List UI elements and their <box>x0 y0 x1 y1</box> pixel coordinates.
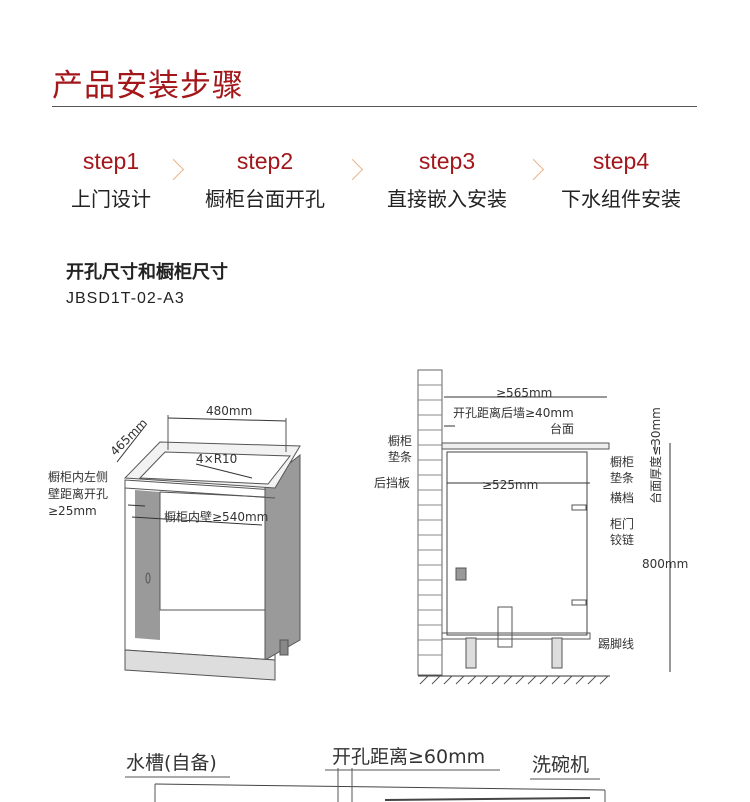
back-panel-label: 后挡板 <box>374 476 411 490</box>
inner-wall-label: 橱柜内壁≥540mm <box>164 510 269 524</box>
step-3: step3 直接嵌入安装 <box>362 148 532 212</box>
sink-label: 水槽(自备) <box>126 752 217 774</box>
countertop-label: 台面 <box>550 422 575 436</box>
step-label: 下水组件安装 <box>561 187 681 211</box>
model-number: JBSD1T-02-A3 <box>66 290 185 307</box>
title-divider <box>52 106 697 107</box>
height-label: 800mm <box>642 557 689 571</box>
side-distance-label-1: 橱柜内左侧 <box>48 470 109 484</box>
step-2: step2 橱柜台面开孔 <box>180 148 350 212</box>
step-number: step2 <box>236 148 294 174</box>
step-4: step4 下水组件安装 <box>536 148 706 212</box>
step-label: 直接嵌入安装 <box>387 187 507 211</box>
cabinet-strip-left-2: 垫条 <box>388 450 413 464</box>
hole-to-wall-label: 开孔距离后墙≥40mm <box>453 406 574 420</box>
hinge-label-2: 铰链 <box>610 533 635 547</box>
hole-distance-label: 开孔距离≥60mm <box>332 746 486 768</box>
cabinet-section-drawing <box>417 369 671 685</box>
step-label: 上门设计 <box>71 187 151 211</box>
cabinet-strip-left-1: 橱柜 <box>388 434 413 448</box>
hinge-label-1: 柜门 <box>610 517 635 531</box>
cabinet-perspective-drawing <box>116 415 301 681</box>
dishwasher-label: 洗碗机 <box>532 754 590 776</box>
inner-depth-label: ≥525mm <box>482 478 539 492</box>
step-number: step1 <box>82 148 140 174</box>
corner-radius-label: 4×R10 <box>196 452 238 466</box>
step-label: 橱柜台面开孔 <box>205 187 325 211</box>
side-distance-label-2: 壁距离开孔 <box>48 487 109 501</box>
step-1: step1 上门设计 <box>26 148 196 212</box>
page-title: 产品安装步骤 <box>52 68 244 104</box>
step-number: step3 <box>418 148 476 174</box>
step-number: step4 <box>592 148 650 174</box>
total-depth-label: ≥565mm <box>496 386 553 400</box>
section-title: 开孔尺寸和橱柜尺寸 <box>66 262 228 283</box>
sink-dishwasher-drawing <box>125 768 606 802</box>
kickboard-label: 踢脚线 <box>598 637 635 651</box>
side-distance-label-3: ≥25mm <box>48 504 97 518</box>
cabinet-strip-right-1: 橱柜 <box>610 455 635 469</box>
crossbar-label: 横档 <box>610 491 635 505</box>
cabinet-strip-right-2: 垫条 <box>610 471 635 485</box>
countertop-thickness-label: 台面厚度≤30mm <box>648 407 663 504</box>
hole-width-label: 480mm <box>206 404 253 418</box>
